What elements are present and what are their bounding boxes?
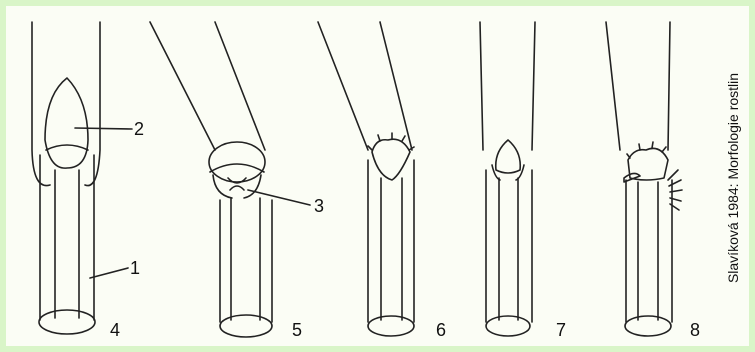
stage-number-6: 6 <box>436 320 446 340</box>
fig4-cut-end <box>39 310 95 334</box>
fig7-bud <box>496 140 521 173</box>
fig7-inner-stem <box>499 178 518 320</box>
source-credit: Slavíková 1984: Morfologie rostlin <box>725 73 741 283</box>
fig6-stem-right <box>380 22 412 150</box>
stage-number-5: 5 <box>292 320 302 340</box>
fig8-hairs <box>668 170 682 210</box>
fig6-cut-end <box>368 316 414 336</box>
fig4-stem-right <box>85 22 100 186</box>
fig7-cut-end <box>486 316 530 336</box>
fig5-bud-cap <box>209 142 265 182</box>
label-3-leader <box>248 190 310 205</box>
fig5-knot <box>228 178 246 190</box>
fig4-bud-base <box>46 145 88 150</box>
fig5-stem-right <box>215 22 265 150</box>
fig6-inner-stem <box>381 178 402 320</box>
fig8-stem-right <box>668 22 670 150</box>
stage-number-4: 4 <box>110 320 120 340</box>
part-label-3: 3 <box>314 196 324 216</box>
fig5-sheath <box>220 200 272 322</box>
fig5-bud-rim <box>210 164 264 172</box>
fig8-inner-stem <box>638 182 658 320</box>
fig8-cut-end <box>625 316 671 336</box>
fig4-bud <box>45 78 88 168</box>
fig6-stem-left <box>318 22 368 150</box>
fig4-sheath <box>40 155 94 320</box>
fig6-bud <box>372 139 410 180</box>
stage-number-8: 8 <box>690 320 700 340</box>
fig4-stem-left <box>32 22 50 186</box>
part-label-1: 1 <box>130 258 140 278</box>
figure-6: 6 <box>318 22 446 340</box>
figure-7: 7 <box>480 22 566 340</box>
label-2-leader <box>75 128 132 129</box>
fig8-stem-left <box>606 22 620 150</box>
label-1-leader <box>90 268 128 278</box>
figure-4: 4 <box>32 22 132 340</box>
fig8-flower-head <box>628 148 668 180</box>
fig8-sheath <box>626 180 672 322</box>
fig7-stem-left <box>480 22 483 150</box>
fig6-sheath <box>368 160 414 322</box>
fig5-cut-end <box>220 315 272 337</box>
fig4-inner-stem <box>55 170 79 318</box>
fig5-stem-left <box>150 22 215 150</box>
part-label-2: 2 <box>134 119 144 139</box>
figure-8: 8 <box>606 22 700 340</box>
fig7-stem-right <box>532 22 535 150</box>
fig7-sheath <box>486 170 532 322</box>
stage-number-7: 7 <box>556 320 566 340</box>
fig5-inner-stem <box>231 198 260 320</box>
figure-5: 5 <box>150 22 310 340</box>
